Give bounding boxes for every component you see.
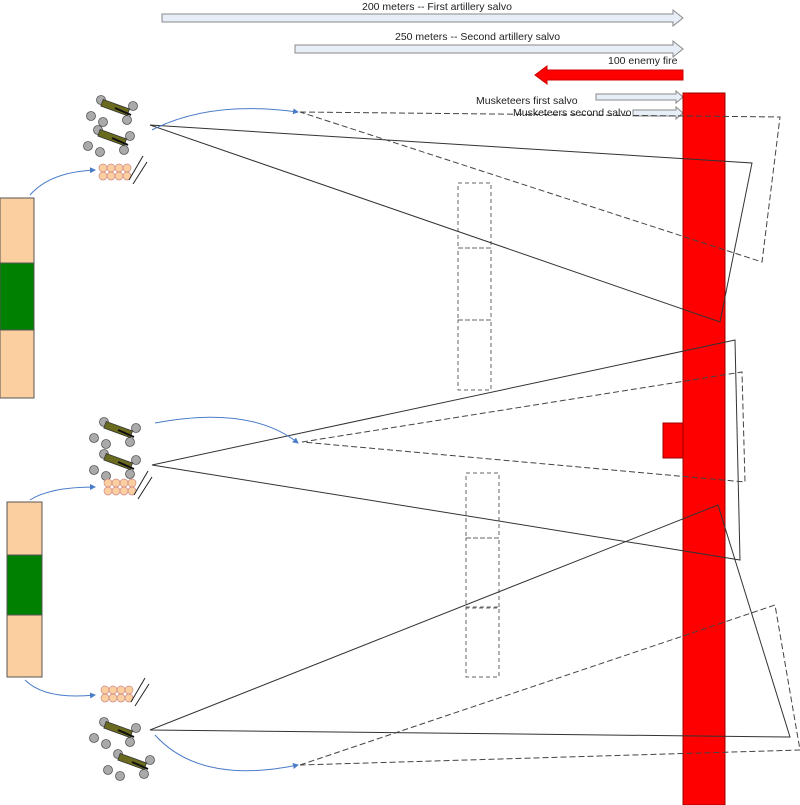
second-salvo-cone-middle bbox=[301, 371, 746, 483]
movement-arrows bbox=[24, 108, 299, 772]
enemy-fire-arrow bbox=[534, 65, 684, 85]
enemy-fire-label: 100 enemy fire bbox=[608, 55, 678, 67]
musket-first-label: Musketeers first salvo bbox=[476, 95, 578, 107]
enemy-detachment bbox=[662, 422, 684, 459]
battery-top-1 bbox=[87, 96, 138, 127]
battery-top-2 bbox=[84, 126, 135, 157]
fire-cone-middle bbox=[151, 339, 741, 561]
infantry-block-top bbox=[0, 197, 35, 399]
enemy-line bbox=[682, 92, 726, 805]
first-artillery-arrow bbox=[161, 8, 684, 28]
battery-mid-1 bbox=[90, 418, 141, 449]
infantry-block-bottom bbox=[6, 501, 43, 678]
target-zones bbox=[457, 182, 500, 678]
musketeers-top bbox=[98, 155, 148, 185]
battery-bottom-1 bbox=[90, 718, 141, 749]
musket-second-label: Musketeers second salvo bbox=[513, 107, 632, 119]
fire-cone-top bbox=[149, 124, 753, 323]
musketeers-bottom bbox=[100, 677, 150, 707]
musket-second-arrow bbox=[632, 105, 684, 121]
battery-mid-2 bbox=[90, 450, 141, 481]
second-salvo-cone-top bbox=[299, 111, 781, 263]
battery-bottom-2 bbox=[104, 750, 155, 781]
second-artillery-label: 250 meters -- Second artillery salvo bbox=[395, 31, 561, 43]
fire-cone-bottom bbox=[149, 504, 791, 738]
first-artillery-label: 200 meters -- First artillery salvo bbox=[362, 1, 512, 13]
musket-first-arrow bbox=[595, 89, 684, 105]
second-artillery-arrow bbox=[294, 39, 684, 59]
